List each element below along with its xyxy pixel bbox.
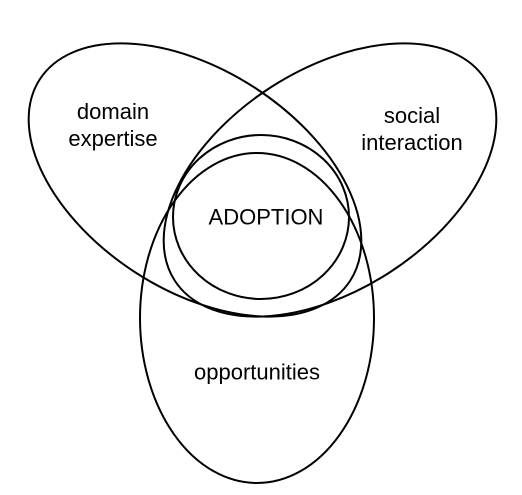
social-interaction-ellipse <box>162 42 498 318</box>
domain-expertise-ellipse <box>27 42 363 318</box>
adoption-text: ADOPTION <box>208 204 324 230</box>
opportunities-ellipse <box>139 152 375 484</box>
social-interaction-label: social interaction <box>361 102 463 156</box>
domain-expertise-line1: domain <box>76 99 150 124</box>
adoption-label: ADOPTION <box>209 204 324 231</box>
opportunities-label: opportunities <box>194 359 320 386</box>
social-interaction-line2: interaction <box>361 130 463 155</box>
social-interaction-line1: social <box>383 103 441 128</box>
opportunities-text: opportunities <box>194 359 320 385</box>
adoption-circle <box>172 134 350 300</box>
domain-expertise-line2: expertise <box>68 126 158 151</box>
domain-expertise-label: domain expertise <box>68 98 157 152</box>
